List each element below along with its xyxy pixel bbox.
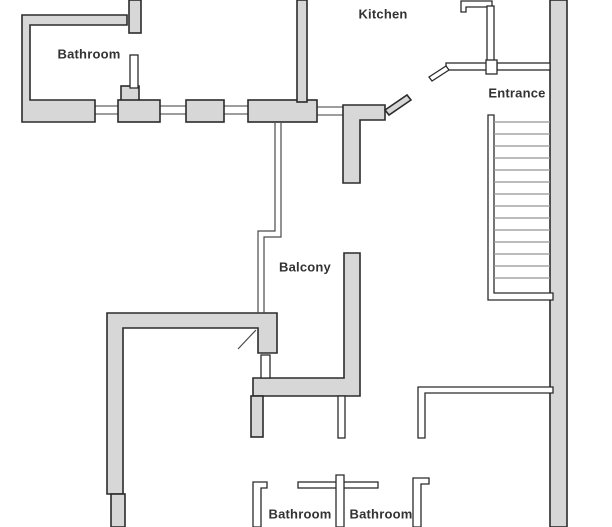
bathroom-top-right-wall: [129, 54, 139, 89]
room-label-balcony: Balcony: [279, 259, 331, 275]
lower-left-wall-bottom: [110, 493, 126, 527]
bottom-bathroom-right-wall: [412, 477, 430, 527]
staircase: [487, 114, 554, 301]
wall-band-block: [185, 99, 225, 123]
right-exterior-wall: [549, 0, 568, 527]
bedroom-door-stub: [337, 395, 346, 439]
bathroom-kitchen-divider-stub: [128, 0, 142, 34]
wall-band-block: [117, 99, 161, 123]
entrance-wall-left: [445, 62, 489, 71]
stair-treads: [494, 121, 550, 279]
balcony-railing: [257, 123, 282, 313]
balcony-side-window: [260, 354, 271, 379]
stair-enclosure-wall: [487, 114, 554, 301]
bottom-bathroom-center-wall: [335, 474, 345, 527]
kitchen-doorway-corner-wall: [342, 104, 386, 184]
room-label-kitchen: Kitchen: [358, 6, 408, 22]
hall-bedroom-divider-wall: [417, 386, 554, 439]
room-label-bathroom-bottom-left: Bathroom: [268, 506, 332, 522]
entrance-door-leaf: [428, 65, 450, 82]
entrance-wall-right: [496, 62, 551, 71]
living-room-door-leaf: [237, 329, 257, 350]
door-leaves: [237, 65, 450, 350]
kitchen-top-stub-wall: [460, 0, 493, 13]
room-label-bathroom-top: Bathroom: [57, 46, 121, 62]
window-lines: [95, 105, 343, 116]
room-label-entrance: Entrance: [488, 85, 546, 101]
wall-band-block: [247, 99, 318, 123]
kitchen-left-wall: [296, 0, 308, 103]
kitchen-door-leaf: [383, 93, 413, 117]
bottom-bathroom-left-wall: [252, 481, 268, 527]
entrance-wall-junction: [485, 59, 498, 75]
room-label-bathroom-bottom-right: Bathroom: [349, 506, 413, 522]
exterior-walls: [21, 0, 568, 527]
balcony-lower-stub: [250, 395, 264, 438]
thin-walls: [129, 0, 554, 527]
kitchen-right-wall: [486, 5, 495, 64]
bathroom-top-outer-wall: [21, 14, 128, 123]
